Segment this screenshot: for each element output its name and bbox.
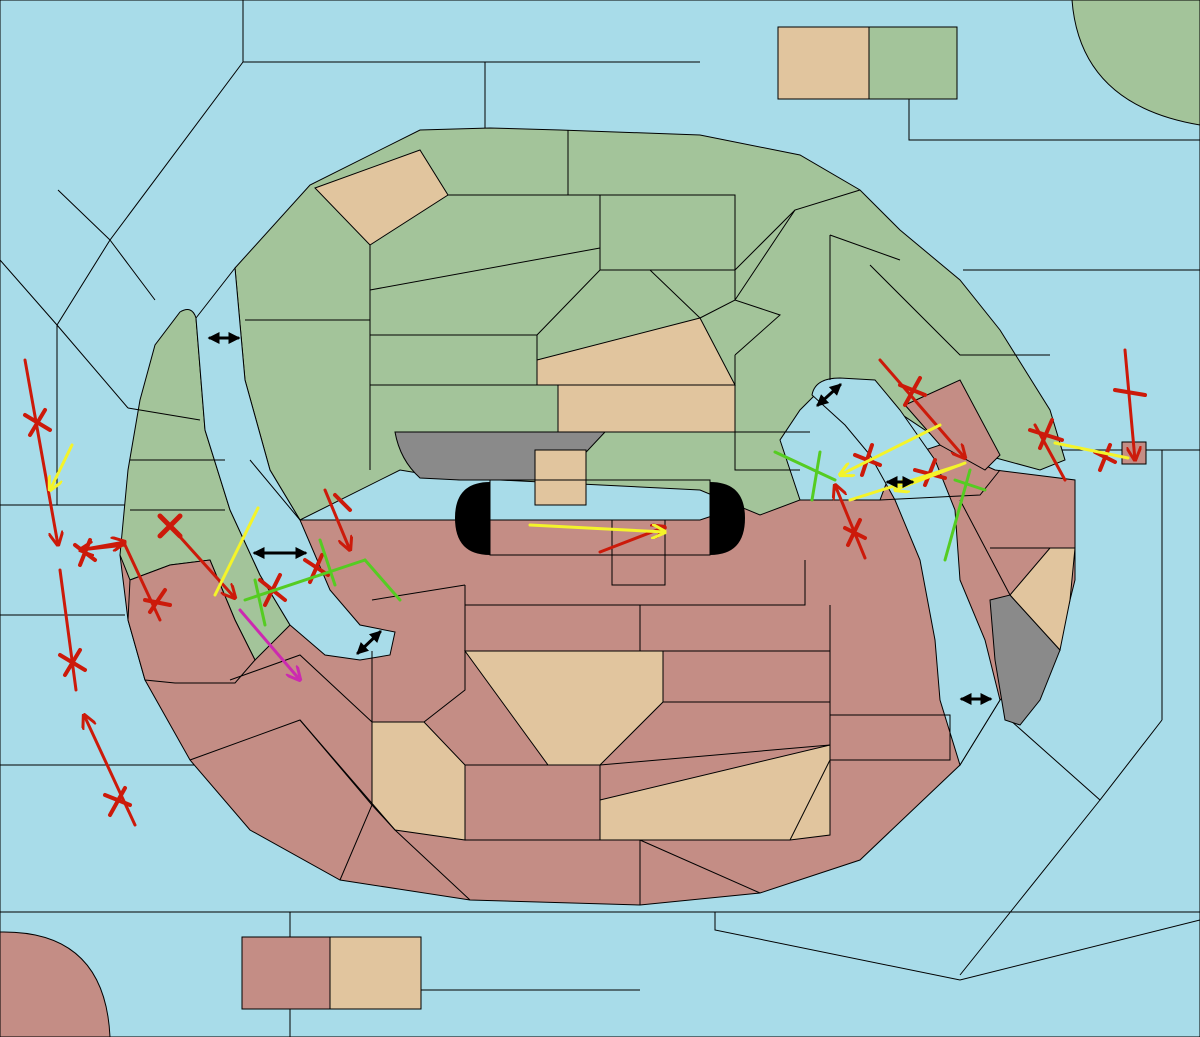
convoy-tick [253,578,267,627]
x-mark [23,408,52,437]
convoy-tick [810,450,822,502]
x-mark [73,538,97,567]
strait-links [207,332,993,705]
territory-elfland[interactable] [777,26,870,100]
x-mark [1028,418,1064,450]
territory-borders [127,130,1075,905]
territory-helom[interactable] [868,26,958,100]
x-mark [1093,443,1117,472]
support-orders [50,423,1130,597]
move-arrow [835,485,867,560]
territory-ornheim[interactable] [329,936,422,1010]
convoy-orders [243,450,987,627]
move-arrow [58,568,78,692]
move-arrow [1123,348,1135,460]
territory-hugl[interactable] [557,384,736,433]
x-mark [143,588,172,614]
support-arrow [840,423,942,475]
move-arrow [84,715,137,827]
support-arrow [50,443,74,490]
orders [23,332,1147,827]
canal-cap-east [710,482,745,555]
x-mark [1113,388,1147,397]
territory-verlorenes-land[interactable] [127,559,256,684]
move-arrow [878,358,965,458]
x-mark [103,786,132,817]
double-arrow [356,630,382,655]
x-mark [58,648,87,677]
territory-chapablublek-nilldall[interactable] [464,650,664,766]
canal-cap-west [455,482,490,555]
convoy-line [773,450,837,482]
move-arrow [323,488,350,550]
retreat-arrow [238,608,300,680]
move-arrow [170,526,235,598]
x-mark [898,376,927,407]
convoy-line [953,478,987,492]
convoy-tick [318,538,337,587]
convoy-line [363,558,402,602]
double-arrow [816,383,842,407]
move-arrow [23,358,58,545]
x-mark [843,518,867,547]
support-arrow [528,523,665,532]
support-arrow [1053,441,1130,460]
territory-conno[interactable] [1071,0,1200,126]
support-arrow [213,506,260,597]
territory-abaun[interactable] [241,936,331,1010]
territory-gwaul[interactable] [1009,547,1076,652]
territory-bridon[interactable] [904,379,1001,471]
x-mark-korbia [157,513,183,539]
convoy-line [243,558,367,602]
x-mark [333,493,352,512]
territory-skr[interactable] [534,449,587,506]
